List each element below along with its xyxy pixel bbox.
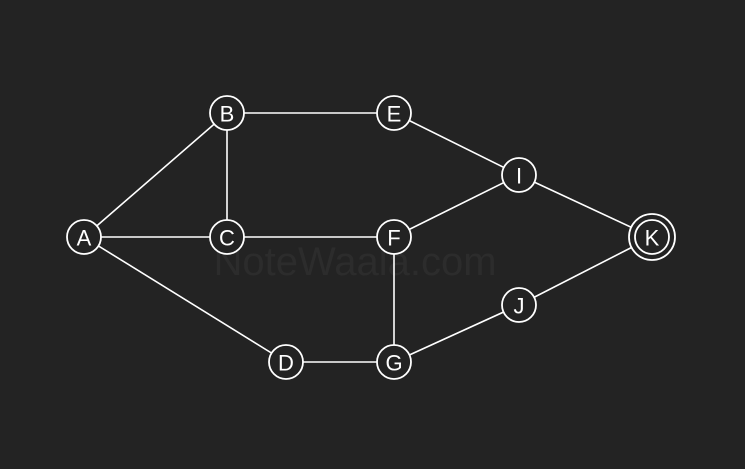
- node-label: D: [278, 351, 294, 376]
- node-circle: [376, 219, 412, 255]
- node-label: B: [220, 102, 235, 127]
- node-a: A: [66, 219, 102, 255]
- edge-j-k: [518, 236, 653, 306]
- node-e: E: [376, 95, 412, 131]
- node-i: I: [501, 157, 537, 193]
- node-circle: [209, 95, 245, 131]
- edge-i-k: [518, 174, 653, 238]
- watermark-text: NoteWaala.com: [213, 240, 496, 284]
- node-circle: [501, 287, 537, 323]
- node-label: G: [385, 351, 402, 376]
- node-circle: [66, 219, 102, 255]
- edge-g-j: [393, 304, 520, 363]
- edge-e-i: [393, 112, 520, 176]
- node-inner-circle: [634, 219, 670, 255]
- node-circle: [209, 219, 245, 255]
- edge-a-d: [83, 236, 287, 363]
- node-label: J: [514, 294, 525, 319]
- node-label: I: [516, 164, 522, 189]
- node-c: C: [209, 219, 245, 255]
- node-circle: [268, 344, 304, 380]
- edge-f-i: [393, 174, 520, 238]
- node-circle: [501, 157, 537, 193]
- node-g: G: [376, 344, 412, 380]
- edge-a-b: [83, 112, 228, 238]
- node-j: J: [501, 287, 537, 323]
- node-b: B: [209, 95, 245, 131]
- node-k: K: [628, 213, 676, 261]
- node-label: F: [387, 226, 400, 251]
- edges-layer: [83, 112, 653, 363]
- node-label: K: [645, 226, 660, 251]
- node-label: C: [219, 226, 235, 251]
- node-d: D: [268, 344, 304, 380]
- node-circle: [376, 95, 412, 131]
- nodes-layer: A B C D E F G I J K: [66, 95, 676, 380]
- node-label: E: [387, 102, 402, 127]
- node-f: F: [376, 219, 412, 255]
- node-circle: [376, 344, 412, 380]
- node-label: A: [77, 226, 92, 251]
